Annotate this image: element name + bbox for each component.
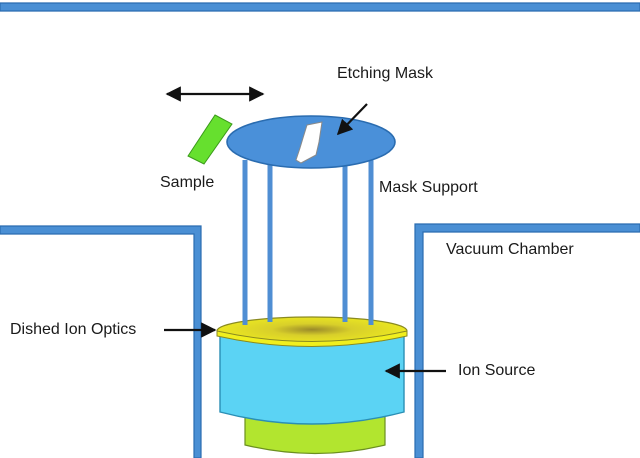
etching-mask-pointer <box>336 103 368 136</box>
ion-source-body <box>219 334 405 425</box>
label-ion-source: Ion Source <box>458 362 536 379</box>
etching-mask-piece <box>295 121 323 164</box>
sample <box>187 114 233 165</box>
label-mask-support: Mask Support <box>379 179 478 196</box>
chamber-right-wall <box>414 223 640 458</box>
chamber-left-wall <box>0 225 202 458</box>
label-etching-mask: Etching Mask <box>337 65 434 82</box>
ion-optics-rim <box>216 330 408 347</box>
mask-support-rods <box>242 160 374 325</box>
chamber-top-wall <box>0 2 640 12</box>
label-sample: Sample <box>160 174 215 191</box>
label-vacuum-chamber: Vacuum Chamber <box>446 241 574 258</box>
label-dished-ion-optics: Dished Ion Optics <box>10 321 137 338</box>
